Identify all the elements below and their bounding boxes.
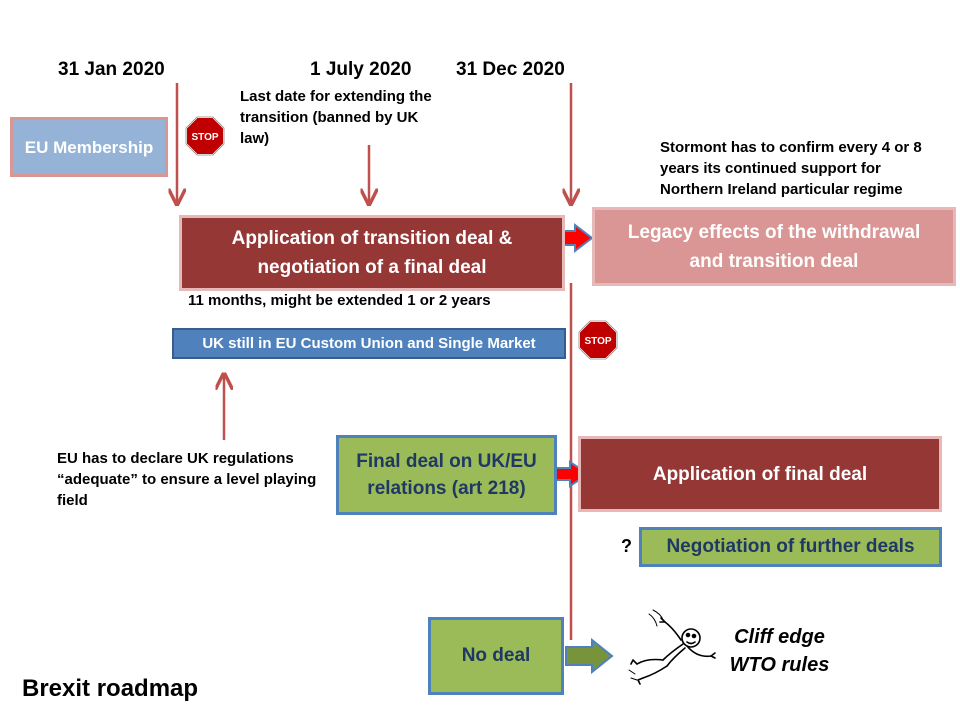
no-deal-label: No deal [461,645,531,666]
page-title: Brexit roadmap [22,675,199,702]
transition-box: Application of transition deal & negotia… [179,215,565,291]
no-deal-arrow [565,637,614,675]
stormont-note: Stormont has to confirm every 4 or 8 yea… [660,139,922,198]
stop-sign-icon: STOP [185,116,225,156]
cliff-edge-line1: Cliff edge [734,626,825,648]
eu-membership-box: EU Membership [10,117,168,177]
stop-sign-icon: STOP [578,320,618,360]
eu-regulations-note: EU has to declare UK regulations “adequa… [57,450,317,509]
date-jul-2020: 1 July 2020 [310,59,412,80]
custom-union-box: UK still in EU Custom Union and Single M… [172,328,566,359]
falling-man-icon [628,609,716,685]
date-dec-2020: 31 Dec 2020 [456,59,565,80]
date-jan-2020: 31 Jan 2020 [58,59,165,80]
transition-label: Application of transition deal & negotia… [231,228,513,278]
eu-membership-label: EU Membership [24,137,154,157]
further-deals-box: Negotiation of further deals [639,527,942,567]
duration-note: 11 months, might be extended 1 or 2 year… [188,292,491,309]
final-deal-box: Final deal on UK/EU relations (art 218) [336,435,557,515]
no-deal-box: No deal [428,617,564,695]
legacy-box: Legacy effects of the withdrawal and tra… [592,207,956,286]
question-mark: ? [621,536,632,556]
application-final-box: Application of final deal [578,436,942,512]
further-deals-label: Negotiation of further deals [666,536,915,557]
cliff-edge-line2: WTO rules [729,654,830,676]
legacy-label: Legacy effects of the withdrawal and tra… [627,221,921,272]
custom-union-label: UK still in EU Custom Union and Single M… [202,335,536,352]
stop-sign-text: STOP [584,336,611,347]
final-deal-label: Final deal on UK/EU relations (art 218) [356,451,537,499]
stop-sign-text: STOP [191,132,218,143]
extension-deadline-note: Last date for extending the transition (… [240,88,432,147]
cliff-edge-label: Cliff edge WTO rules [722,623,837,679]
application-final-label: Application of final deal [652,463,868,485]
